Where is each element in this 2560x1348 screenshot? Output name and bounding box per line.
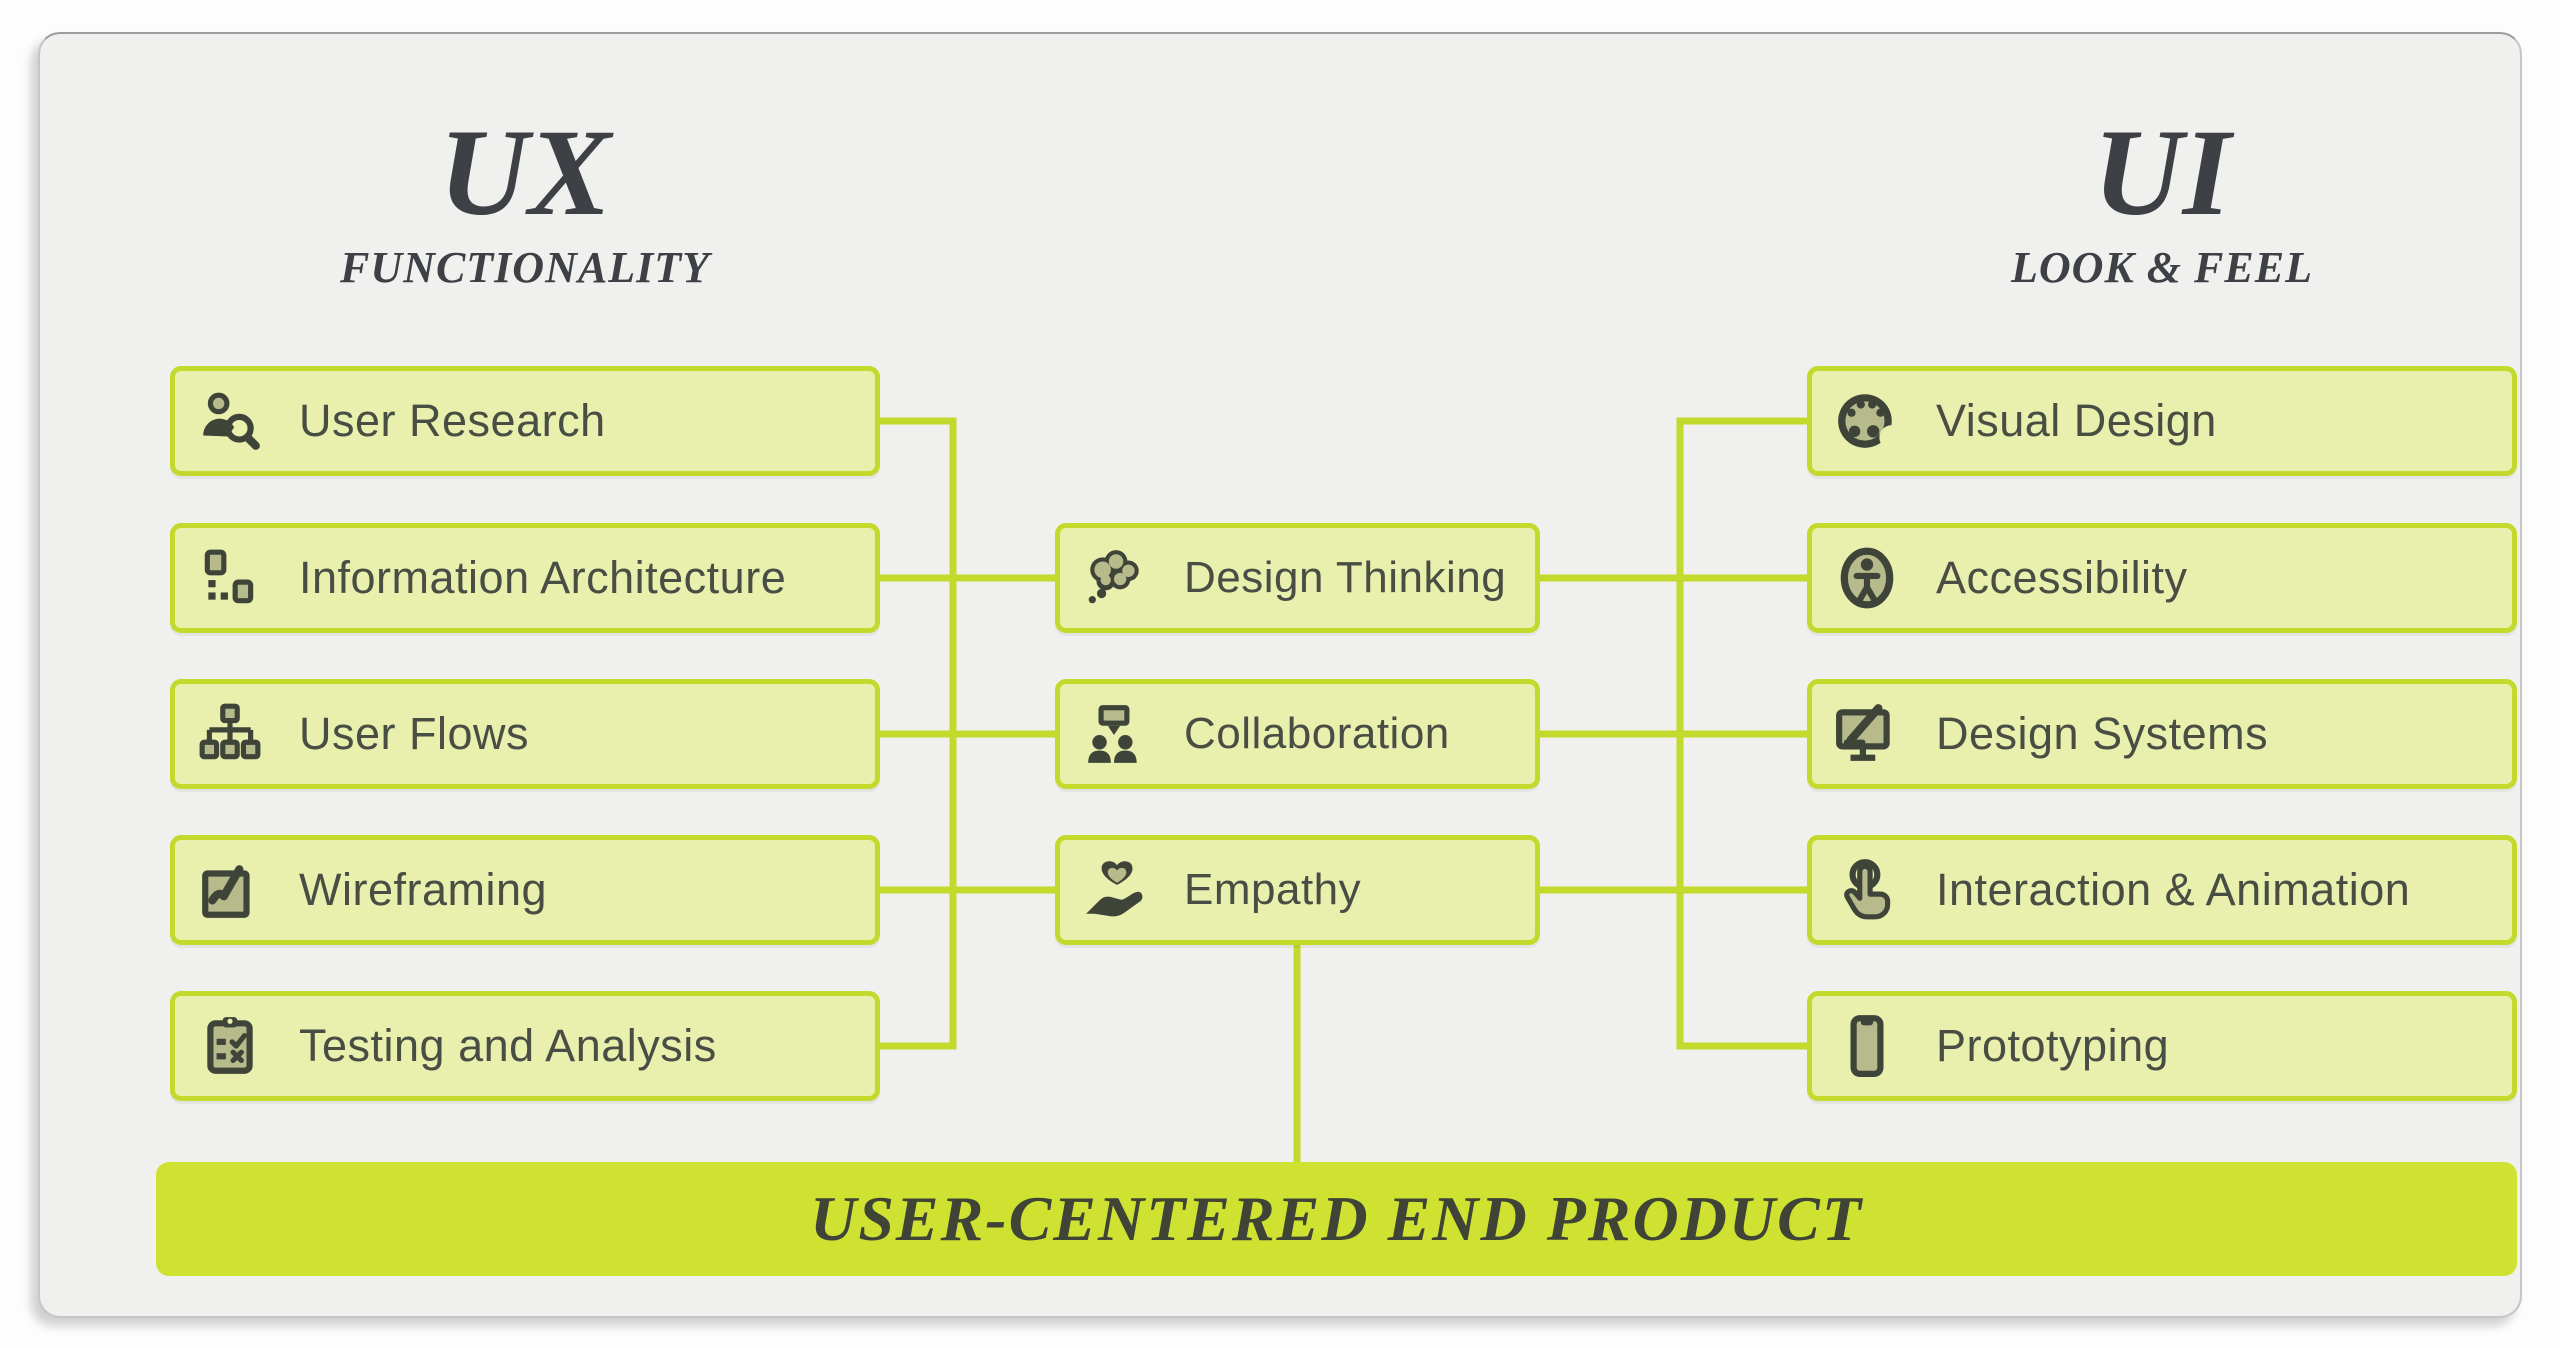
node-label: Design Thinking [1184,553,1507,602]
people-chat-icon [1082,701,1148,767]
node-label: Wireframing [299,864,548,915]
clipboard-checklist-icon [197,1013,263,1079]
node-prototyping: Prototyping [1807,991,2517,1101]
node-accessibility: Accessibility [1807,523,2517,633]
ux-subtitle: FUNCTIONALITY [340,243,710,293]
ui-title: UI [2093,104,2231,241]
node-user-research: User Research [170,366,880,476]
ui-heading: UI LOOK & FEEL [1807,104,2517,293]
monitor-pencil-icon [1834,701,1900,767]
ui-subtitle: LOOK & FEEL [2011,243,2313,293]
user-search-icon [197,388,263,454]
node-label: Collaboration [1184,709,1450,758]
node-label: Visual Design [1936,395,2217,446]
node-information-architecture: Information Architecture [170,523,880,633]
sketch-pen-icon [197,857,263,923]
node-label: Accessibility [1936,552,2188,603]
node-interaction-animation: Interaction & Animation [1807,835,2517,945]
accessibility-icon [1834,545,1900,611]
node-label: Testing and Analysis [299,1020,717,1071]
node-label: Design Systems [1936,708,2269,759]
node-empathy: Empathy [1055,835,1540,945]
node-label: User Flows [299,708,530,759]
node-collaboration: Collaboration [1055,679,1540,789]
tap-gesture-icon [1834,857,1900,923]
sitemap-blocks-icon [197,545,263,611]
thought-cloud-icon [1082,545,1148,611]
diagram-card: UX FUNCTIONALITY UI LOOK & FEEL User Res… [38,32,2522,1318]
smartphone-icon [1834,1013,1900,1079]
node-design-thinking: Design Thinking [1055,523,1540,633]
node-label: User Research [299,395,606,446]
user-centered-end-product-banner: USER-CENTERED END PRODUCT [156,1162,2517,1276]
node-wireframing: Wireframing [170,835,880,945]
node-label: Empathy [1184,865,1362,914]
ux-heading: UX FUNCTIONALITY [170,104,880,293]
node-label: Prototyping [1936,1020,2170,1071]
node-user-flows: User Flows [170,679,880,789]
node-visual-design: Visual Design [1807,366,2517,476]
node-design-systems: Design Systems [1807,679,2517,789]
hand-heart-icon [1082,857,1148,923]
ux-title: UX [438,104,612,241]
banner-label: USER-CENTERED END PRODUCT [810,1183,1863,1254]
flow-tree-icon [197,701,263,767]
node-label: Information Architecture [299,552,787,603]
node-testing-and-analysis: Testing and Analysis [170,991,880,1101]
node-label: Interaction & Animation [1936,864,2411,915]
palette-icon [1834,388,1900,454]
